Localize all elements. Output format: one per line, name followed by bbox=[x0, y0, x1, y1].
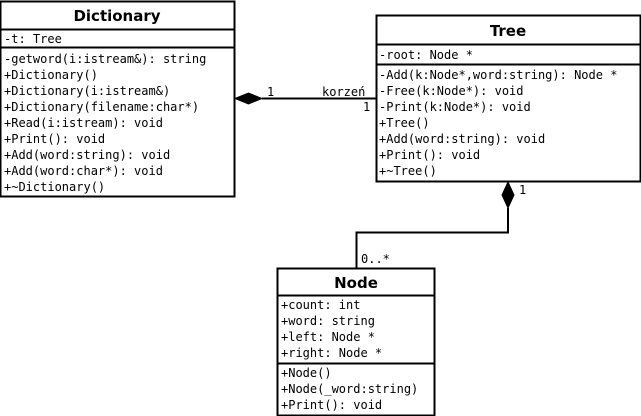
class-node-box bbox=[276, 267, 436, 416]
class-tree-operation: +Tree() bbox=[379, 116, 430, 130]
class-dictionary-box bbox=[0, 0, 236, 198]
composition-diamond bbox=[501, 180, 515, 210]
association-tree-node: 1 0..* bbox=[355, 180, 526, 268]
class-node-operation: +Node(_word:string) bbox=[281, 382, 418, 396]
class-node-attribute: +left: Node * bbox=[281, 330, 375, 344]
class-tree: Tree -root: Node * -Add(k:Node*,word:str… bbox=[375, 14, 641, 183]
class-dictionary-operation: +Read(i:istream): void bbox=[4, 116, 163, 130]
multiplicity-label: 1 bbox=[267, 85, 274, 99]
class-dictionary-operation: +Add(word:char*): void bbox=[4, 164, 163, 178]
association-line bbox=[355, 208, 509, 268]
class-tree-operation: -Free(k:Node*): void bbox=[379, 84, 524, 98]
class-dictionary-operation: -getword(i:istream&): string bbox=[4, 52, 206, 66]
class-dictionary-operation: +Dictionary() bbox=[4, 68, 98, 82]
class-node-attribute: +word: string bbox=[281, 314, 375, 328]
class-dictionary-operation: +~Dictionary() bbox=[4, 180, 105, 194]
multiplicity-label: 1 bbox=[363, 100, 370, 114]
class-node-operation: +Print(): void bbox=[281, 398, 382, 412]
class-tree-operation: -Print(k:Node*): void bbox=[379, 100, 531, 114]
class-dictionary-operation: +Print(): void bbox=[4, 132, 105, 146]
class-node: Node +count: int +word: string +left: No… bbox=[276, 267, 436, 416]
class-tree-box bbox=[375, 14, 641, 183]
association-dictionary-tree: 1 korzeń 1 bbox=[233, 85, 377, 114]
class-dictionary-operation: +Dictionary(i:istream&) bbox=[4, 84, 170, 98]
class-dictionary-operation: +Dictionary(filename:char*) bbox=[4, 100, 199, 114]
class-tree-attribute: -root: Node * bbox=[379, 48, 473, 62]
class-dictionary: Dictionary -t: Tree -getword(i:istream&)… bbox=[0, 0, 236, 198]
multiplicity-label: 0..* bbox=[361, 252, 390, 266]
class-node-attribute: +right: Node * bbox=[281, 346, 382, 360]
class-tree-operation: +~Tree() bbox=[379, 164, 437, 178]
role-label: korzeń bbox=[322, 85, 365, 99]
class-node-name: Node bbox=[334, 274, 378, 292]
class-tree-operation: +Print(): void bbox=[379, 148, 480, 162]
class-dictionary-name: Dictionary bbox=[73, 7, 160, 25]
multiplicity-label: 1 bbox=[519, 183, 526, 197]
composition-diamond bbox=[233, 92, 264, 105]
class-tree-operation: +Add(word:string): void bbox=[379, 132, 545, 146]
class-node-attribute: +count: int bbox=[281, 298, 360, 312]
class-node-operation: +Node() bbox=[281, 366, 332, 380]
class-dictionary-attribute: -t: Tree bbox=[4, 32, 62, 46]
class-dictionary-operation: +Add(word:string): void bbox=[4, 148, 170, 162]
class-tree-name: Tree bbox=[490, 22, 526, 40]
class-tree-operation: -Add(k:Node*,word:string): Node * bbox=[379, 68, 617, 82]
